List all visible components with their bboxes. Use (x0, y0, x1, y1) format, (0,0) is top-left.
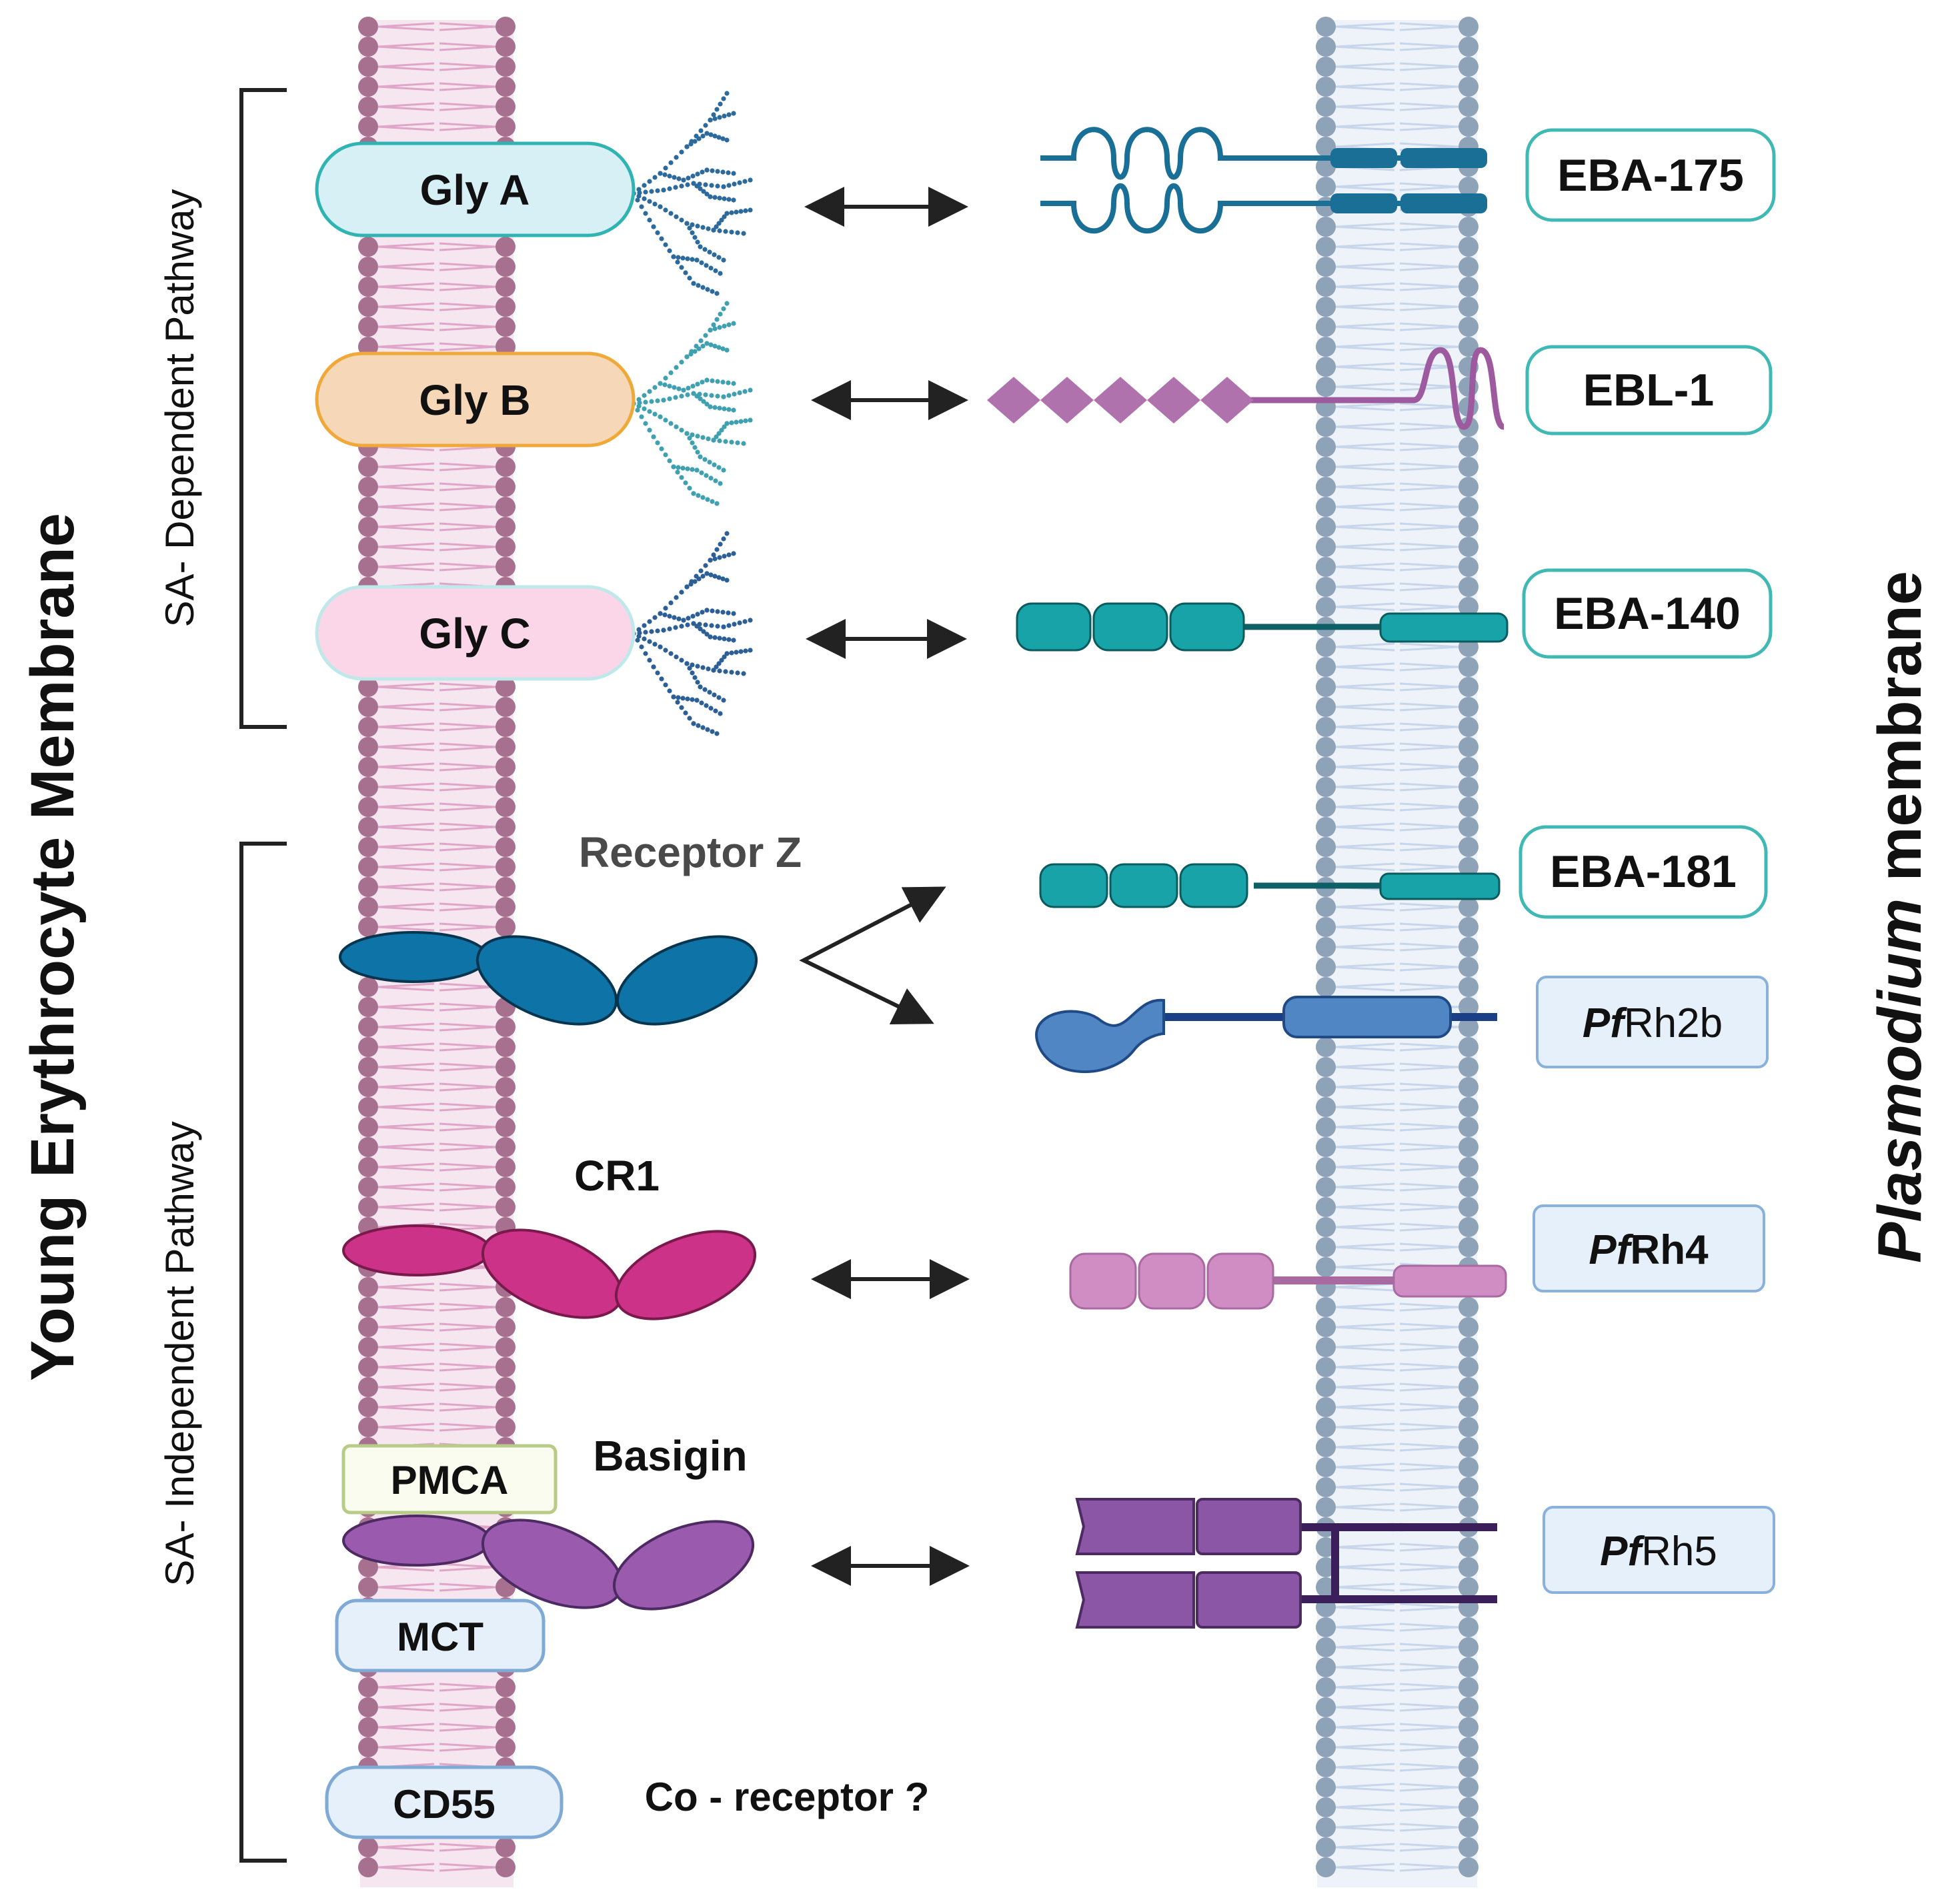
sa-independent-label: SA- Independent Pathway (157, 1121, 202, 1586)
gly-c-glycans (631, 531, 753, 736)
pfrh4-box: PfRh4 (1533, 1204, 1765, 1292)
pfrh5-ligand (1075, 1498, 1497, 1629)
erythrocyte-membrane-title: Young Erythrocyte Membrane (19, 513, 87, 1381)
pfrh2b-ligand (1035, 996, 1497, 1074)
pfrh5-box: PfRh5 (1543, 1506, 1775, 1594)
receptor-z (339, 931, 758, 1026)
gly-b-glycans (631, 301, 753, 506)
pfrh2b-prefix: Pf (1583, 1000, 1627, 1046)
eba-181-ligand (1039, 863, 1501, 908)
gly-b-receptor: Gly B (315, 351, 636, 447)
eba-140-ligand (1016, 602, 1509, 652)
cd55-label: CD55 (393, 1782, 495, 1827)
pmca-label: PMCA (391, 1458, 509, 1503)
pfrh2b-suffix: Rh2b (1624, 1000, 1723, 1046)
sa-dependent-bracket (239, 88, 287, 729)
receptor-z-label: Receptor Z (579, 828, 802, 876)
eba-181-box: EBA-181 (1519, 825, 1768, 919)
pfrh4-suffix: Rh4 (1630, 1227, 1709, 1273)
pfrh2b-box: PfRh2b (1536, 976, 1769, 1068)
pfrh4-label: PfRh4 (1589, 1227, 1709, 1273)
membrane-word-label: membrane (1866, 571, 1934, 898)
sa-dependent-label: SA- Dependent Pathway (157, 189, 202, 627)
mct-label: MCT (397, 1615, 483, 1659)
pfrh5-label: PfRh5 (1600, 1529, 1717, 1575)
eba-181-label: EBA-181 (1550, 846, 1737, 897)
ebl-1-ligand (987, 347, 1505, 430)
pfrh5-prefix: Pf (1600, 1529, 1645, 1575)
gly-a-glycans (631, 91, 753, 296)
pmca-box: PMCA (341, 1444, 558, 1515)
arrow-receptor-z-split (799, 886, 946, 1024)
pfrh4-prefix: Pf (1589, 1227, 1633, 1273)
plasmodium-membrane (1316, 17, 1479, 1887)
pfrh4-ligand (1069, 1252, 1507, 1310)
cr1-receptor (342, 1224, 757, 1320)
plasmodium-genus-label: Plasmodium (1866, 898, 1934, 1263)
basigin-label: Basigin (593, 1432, 747, 1480)
pfrh5-suffix: Rh5 (1641, 1529, 1717, 1575)
eba-140-box: EBA-140 (1522, 568, 1773, 659)
plasmodium-membrane-title: Plasmodium membrane (1866, 571, 1934, 1263)
basigin-receptor (342, 1515, 755, 1611)
mct-box: MCT (335, 1599, 546, 1673)
eba-175-ligand (1040, 127, 1487, 234)
gly-c-receptor: Gly C (315, 585, 636, 681)
cr1-label: CR1 (574, 1152, 660, 1200)
pfrh2b-label: PfRh2b (1583, 1000, 1723, 1046)
eba-175-box: EBA-175 (1525, 128, 1776, 222)
eba-175-label: EBA-175 (1557, 150, 1744, 201)
gly-b-label: Gly B (419, 376, 530, 424)
gly-a-label: Gly A (420, 166, 530, 214)
co-receptor-label: Co - receptor ? (645, 1775, 930, 1819)
sa-independent-bracket (239, 842, 287, 1863)
binding-arrows (799, 187, 970, 1586)
gly-a-receptor: Gly A (315, 141, 636, 237)
eba-140-label: EBA-140 (1554, 588, 1741, 639)
cd55-box: CD55 (325, 1765, 564, 1839)
ebl-1-label: EBL-1 (1583, 365, 1714, 415)
ebl-1-box: EBL-1 (1525, 345, 1773, 435)
gly-c-label: Gly C (419, 610, 530, 658)
